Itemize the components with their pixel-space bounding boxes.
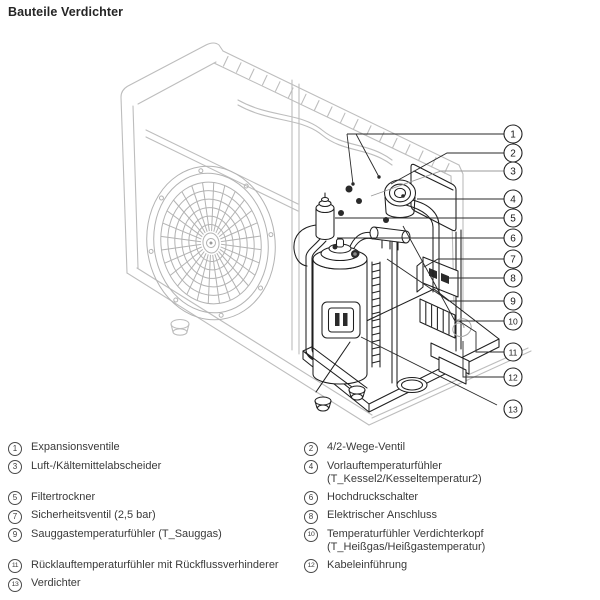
fan-grille-spokes [160, 182, 262, 304]
legend-label-13: Verdichter [31, 577, 81, 589]
louvre-slots [222, 55, 450, 174]
callout-2: 2 [503, 143, 523, 163]
legend-label-9: Sauggastemperaturfühler (T_Sauggas) [31, 527, 222, 540]
legend-item-3: 3 Luft-/Kältemittelabscheider [8, 460, 300, 487]
svg-text:4: 4 [510, 195, 516, 206]
legend-item-5: 5 Filtertrockner [8, 490, 300, 505]
callout-10: 10 [503, 311, 523, 331]
svg-text:1: 1 [510, 130, 516, 141]
legend-number-9: 9 [8, 528, 22, 542]
unit-foot [170, 318, 190, 336]
callouts: 1 2 3 4 5 6 7 8 9 10 11 12 13 [503, 124, 523, 419]
pipe-fittings [332, 185, 389, 258]
legend-number-2: 2 [304, 441, 318, 456]
legend-item-12: 12 Kabeleinführung [304, 558, 594, 573]
callout-1: 1 [503, 124, 523, 144]
legend-label-5: Filtertrockner [31, 490, 96, 503]
legend-item-2: 2 4/2-Wege-Ventil [304, 441, 594, 456]
legend-item-4: 4 Vorlauftemperaturfühler (T_Kessel2/Kes… [304, 460, 594, 487]
legend-label-6: Hochdruckschalter [327, 490, 419, 503]
legend-item-6: 6 Hochdruckschalter [304, 490, 594, 505]
legend-number-1: 1 [8, 441, 22, 456]
vent-block [419, 298, 456, 339]
callout-5: 5 [503, 208, 523, 228]
four-two-way-valve [369, 226, 411, 251]
filter-dryer [315, 192, 335, 241]
svg-text:11: 11 [509, 348, 518, 358]
legend-label-3: Luft-/Kältemittelabscheider [31, 459, 162, 472]
legend-number-13: 13 [8, 577, 22, 592]
svg-text:9: 9 [510, 297, 516, 308]
callout-11: 11 [503, 342, 523, 362]
svg-text:6: 6 [510, 234, 516, 245]
legend-number-5: 5 [8, 491, 22, 505]
callout-9: 9 [503, 291, 523, 311]
mounting-bracket [304, 341, 368, 412]
svg-text:8: 8 [510, 274, 516, 285]
side-panel [410, 163, 457, 232]
legend-item-10: 10 Temperaturfühler Verdichterkopf (T_He… [304, 528, 594, 555]
legend-item-8: 8 Elektrischer Anschluss [304, 509, 594, 524]
legend-label-12: Kabeleinführung [327, 558, 408, 571]
svg-text:5: 5 [510, 214, 516, 225]
component-diagram: 1 2 3 4 5 6 7 8 9 10 11 12 13 [120, 42, 532, 426]
legend-item-11: 11 Rücklauftemperaturfühler mit Rückflus… [8, 558, 300, 573]
legend-item-13: 13 Verdichter [8, 577, 300, 592]
svg-text:3: 3 [510, 167, 516, 178]
fan-assembly [146, 165, 276, 321]
cable-entry-grommet [396, 376, 428, 394]
legend-label-8: Elektrischer Anschluss [327, 509, 438, 521]
legend-number-3: 3 [8, 460, 22, 474]
casing-outline [120, 42, 532, 426]
legend-number-4: 4 [304, 460, 318, 474]
legend-number-10: 10 [304, 528, 318, 542]
svg-text:12: 12 [508, 373, 518, 383]
legend-item-9: 9 Sauggastemperaturfühler (T_Sauggas) [8, 528, 300, 555]
leader-lines [335, 133, 504, 406]
page-title: Bauteile Verdichter [8, 5, 124, 19]
svg-text:10: 10 [508, 317, 518, 327]
legend-label-11: Rücklauftemperaturfühler mit Rückflussve… [31, 558, 279, 571]
callout-3: 3 [503, 161, 523, 181]
callout-4: 4 [503, 189, 523, 209]
legend-number-12: 12 [304, 559, 318, 573]
legend-label-2: 4/2-Wege-Ventil [327, 441, 406, 453]
legend-label-7: Sicherheitsventil (2,5 bar) [31, 509, 156, 521]
legend: 1 Expansionsventile 2 4/2-Wege-Ventil 3 … [8, 441, 594, 592]
legend-label-1: Expansionsventile [31, 441, 120, 453]
svg-text:13: 13 [508, 405, 518, 415]
callout-12: 12 [503, 367, 523, 387]
callout-13: 13 [503, 399, 523, 419]
cable-coil [452, 318, 472, 338]
compressor-cylinder [312, 238, 368, 385]
svg-text:7: 7 [510, 255, 516, 266]
fan-hub-icon [209, 241, 213, 245]
legend-number-11: 11 [8, 559, 22, 573]
compressor-head-vessel [383, 179, 417, 218]
legend-label-4: Vorlauftemperaturfühler (T_Kessel2/Kesse… [327, 459, 482, 486]
legend-number-8: 8 [304, 509, 318, 524]
compressor-assembly [293, 163, 500, 413]
legend-number-6: 6 [304, 491, 318, 505]
callout-8: 8 [503, 268, 523, 288]
legend-item-7: 7 Sicherheitsventil (2,5 bar) [8, 509, 300, 524]
legend-label-10: Temperaturfühler Verdichterkopf (T_Heißg… [327, 527, 486, 554]
legend-number-7: 7 [8, 509, 22, 524]
svg-text:2: 2 [510, 149, 516, 160]
callout-7: 7 [503, 249, 523, 269]
legend-item-1: 1 Expansionsventile [8, 441, 300, 456]
callout-6: 6 [503, 228, 523, 248]
